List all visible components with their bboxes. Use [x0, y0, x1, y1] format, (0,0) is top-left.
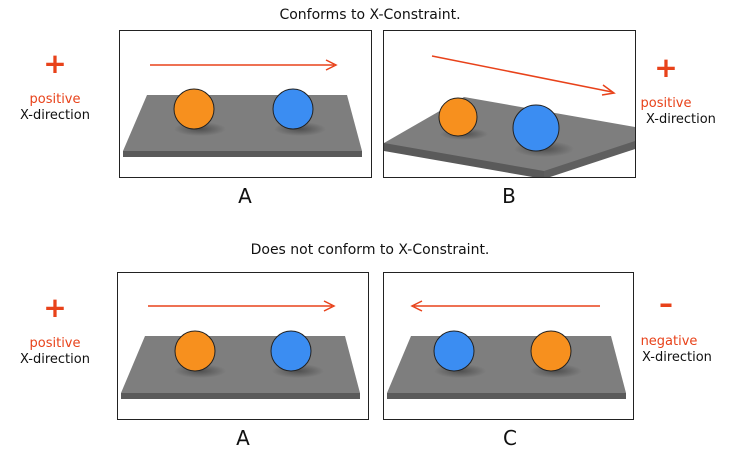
orange-ball — [174, 330, 216, 372]
table-surface — [123, 95, 362, 157]
panel-b-top — [383, 30, 636, 178]
panel-c-bottom — [383, 272, 634, 420]
orange-ball — [530, 330, 572, 372]
minus-sign-icon: – — [659, 287, 673, 320]
direction-word: positive — [640, 96, 692, 111]
blue-ball — [270, 330, 312, 372]
top-left-direction-indicator: + positive X-direction — [5, 50, 105, 124]
arrow-right-icon — [148, 300, 336, 312]
arrow-left-icon — [410, 300, 600, 312]
blue-ball — [512, 104, 560, 152]
direction-axis-label: X-direction — [20, 108, 90, 123]
table-surface — [387, 336, 626, 399]
blue-ball — [272, 88, 314, 130]
panel-label-a-bottom: A — [236, 426, 250, 450]
panel-b-top-scene — [384, 55, 635, 177]
plus-sign-icon: + — [654, 51, 678, 84]
direction-word: positive — [29, 336, 81, 351]
panel-label-b: B — [502, 184, 516, 208]
top-right-direction-indicator: + positive X-direction — [636, 54, 736, 128]
panel-a-top-scene — [123, 59, 362, 157]
panel-a-bottom — [117, 272, 369, 420]
bottom-left-direction-indicator: + positive X-direction — [5, 294, 105, 368]
direction-word: positive — [29, 92, 81, 107]
panel-c-bottom-scene — [387, 300, 626, 399]
arrow-right-down-icon — [431, 55, 616, 96]
direction-axis-label: X-direction — [646, 112, 716, 127]
panel-a-bottom-scene — [121, 300, 360, 399]
panel-label-a-top: A — [238, 184, 252, 208]
direction-word: negative — [640, 334, 698, 349]
table-surface — [121, 336, 360, 399]
bottom-heading: Does not conform to X-Constraint. — [250, 242, 490, 258]
plus-sign-icon: + — [43, 291, 67, 324]
direction-axis-label: X-direction — [20, 352, 90, 367]
blue-ball — [433, 330, 475, 372]
top-heading: Conforms to X-Constraint. — [279, 7, 461, 23]
panel-label-c: C — [503, 426, 517, 450]
orange-ball — [438, 97, 478, 137]
table-surface-tilted — [384, 97, 635, 177]
arrow-right-icon — [150, 59, 338, 71]
direction-axis-label: X-direction — [642, 350, 712, 365]
panel-a-top — [119, 30, 372, 178]
orange-ball — [173, 88, 215, 130]
plus-sign-icon: + — [43, 47, 67, 80]
bottom-right-direction-indicator: – negative X-direction — [636, 290, 736, 366]
